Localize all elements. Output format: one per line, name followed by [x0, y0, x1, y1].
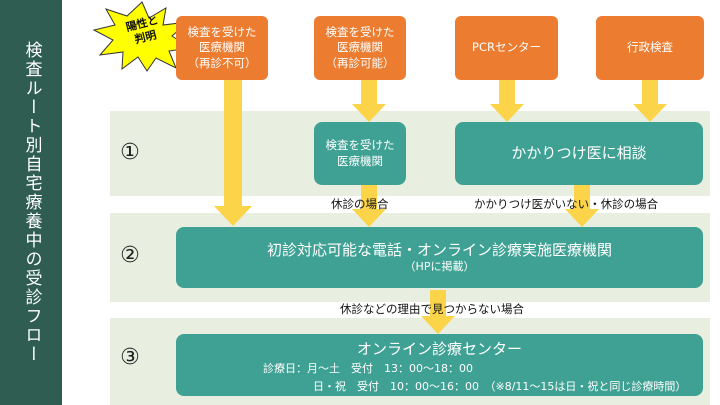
arrow-step2-to-step3	[421, 290, 455, 334]
step-3-number: ③	[120, 345, 140, 370]
closed-label: 休診の場合	[331, 197, 389, 211]
weekday-hours: 診療日：月～土 受付 13：00～18：00	[263, 362, 473, 375]
administrative-test-box: 行政検査	[596, 16, 704, 80]
box-line: 医療機関	[337, 153, 383, 168]
arrow-clinic-revisit-to-step1	[352, 80, 386, 122]
holiday-hours: 日・祝 受付 10：00～16：00 （※8/11～15は日・祝と同じ診療時間）	[313, 380, 687, 393]
step-1-number: ①	[120, 140, 140, 165]
sidebar-title: 検査ルート別自宅療養中の受診フロー	[21, 41, 42, 364]
box-line: 医療機関	[337, 40, 383, 55]
box-line: 行政検査	[627, 40, 673, 55]
not-found-label: 休診などの理由で見つからない場合	[340, 302, 524, 316]
box-line: 医療機関	[199, 40, 245, 55]
step-2-number: ②	[120, 243, 140, 268]
arrow-clinic-no-revisit-to-step2	[214, 80, 252, 226]
family-doctor-text: かかりつけ医に相談	[511, 144, 647, 163]
step2-title: 初診対応可能な電話・オンライン診療実施医療機関	[266, 240, 612, 259]
box-line: PCRセンター	[472, 40, 541, 55]
pcr-center-box: PCRセンター	[455, 16, 558, 80]
box-line: 検査を受けた	[325, 24, 395, 39]
step2-note: （HPに掲載）	[404, 260, 475, 274]
box-line: （再診可能）	[325, 55, 395, 70]
step1-clinic-box: 検査を受けた 医療機関	[314, 122, 406, 185]
arrow-no-doctor-to-step2	[565, 185, 599, 227]
online-medical-center-box: オンライン診療センター	[176, 334, 703, 396]
clinic-no-revisit-box: 検査を受けた 医療機関 （再診不可）	[176, 16, 268, 80]
no-doctor-label: かかりつけ医がいない・休診の場合	[474, 197, 659, 211]
sidebar: 検査ルート別自宅療養中の受診フロー	[0, 0, 62, 405]
step3-title: オンライン診療センター	[356, 340, 522, 358]
box-line: 検査を受けた	[325, 137, 395, 152]
online-clinic-institutions-box: 初診対応可能な電話・オンライン診療実施医療機関 （HPに掲載）	[176, 227, 703, 288]
positive-starburst-icon	[92, 1, 192, 72]
arrow-admin-to-family-doctor	[633, 80, 667, 122]
family-doctor-box: かかりつけ医に相談	[455, 122, 703, 185]
arrow-pcr-to-family-doctor	[490, 80, 524, 122]
clinic-revisit-box: 検査を受けた 医療機関 （再診可能）	[314, 16, 406, 80]
arrow-closed-to-step2	[352, 185, 386, 227]
box-line: （再診不可）	[187, 55, 257, 70]
box-line: 検査を受けた	[187, 24, 257, 39]
